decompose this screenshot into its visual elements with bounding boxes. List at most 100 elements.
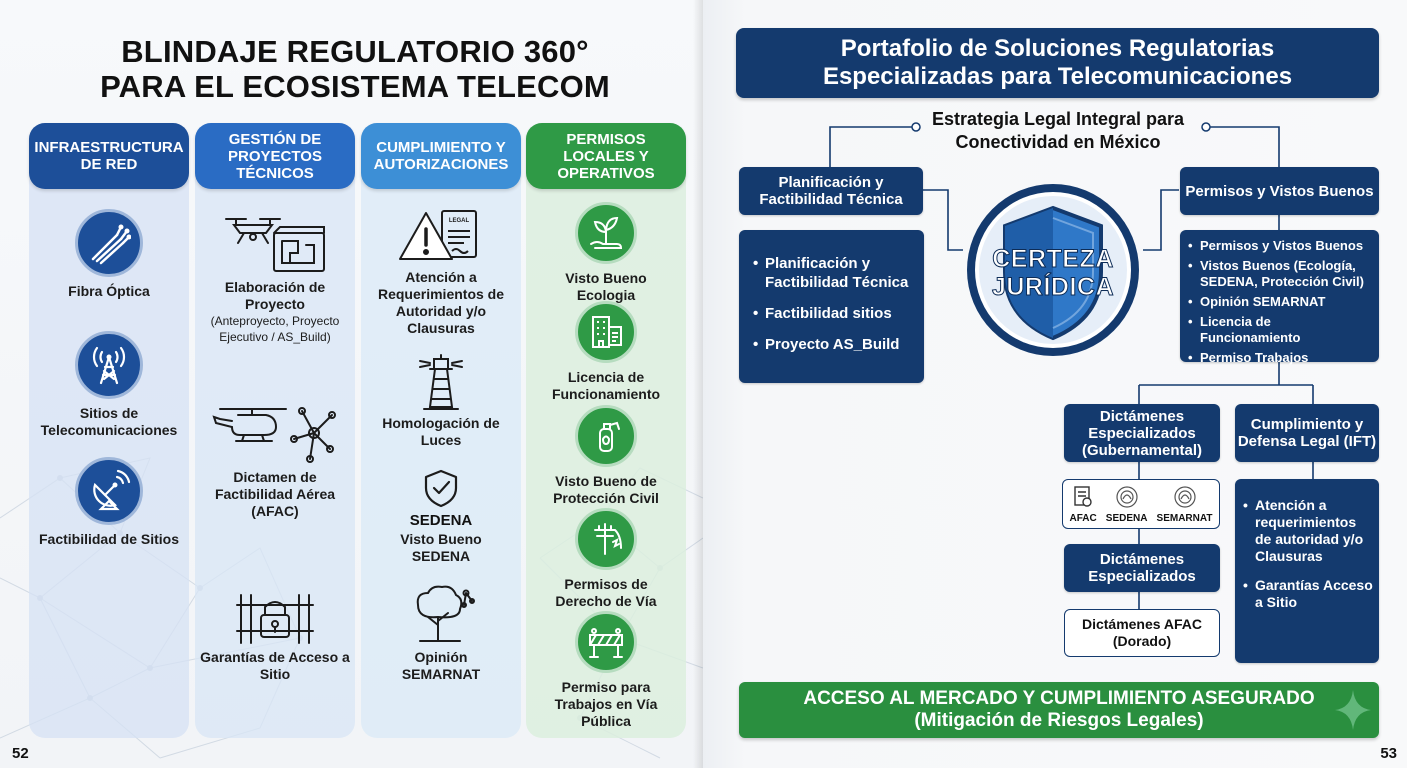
item-elaboracion-proyecto: Elaboración de Proyecto (Anteproyecto, P…	[195, 211, 355, 345]
agency-semarnat: SEMARNAT	[1156, 485, 1213, 524]
item-garantias-acceso: Garantías de Acceso a Sitio	[195, 591, 355, 683]
mexico-seal-icon	[1116, 485, 1138, 508]
warning-document-icon: LEGAL	[399, 210, 477, 260]
permisos-item: Opinión SEMARNAT	[1186, 294, 1373, 310]
item-label: Visto Bueno Ecologia	[565, 270, 647, 303]
page-number: 53	[1380, 745, 1397, 762]
footer-line-2: (Mitigación de Riesgos Legales)	[914, 710, 1204, 731]
item-trabajos-via-publica: Permiso para Trabajos en Vía Pública	[526, 611, 686, 730]
item-sitios: Sitios de Telecomunicaciones	[29, 331, 189, 439]
item-factibilidad-sitios: Factibilidad de Sitios	[29, 457, 189, 548]
footer-line-1: ACCESO AL MERCADO Y CUMPLIMIENTO ASEGURA…	[803, 688, 1315, 709]
agency-label: AFAC	[1069, 512, 1097, 524]
column-gestion: GESTIÓN DE PROYECTOS TÉCNICOS Elaboració…	[195, 123, 355, 738]
planificacion-item: Factibilidad sitios	[751, 304, 914, 323]
utility-pole-icon	[575, 508, 637, 570]
plant-hand-icon	[575, 202, 637, 264]
agency-sedena: SEDENA	[1105, 485, 1148, 524]
title-line-2: PARA EL ECOSISTEMA TELECOM	[100, 69, 610, 104]
agency-label: SEDENA	[1105, 512, 1148, 524]
drone-blueprint-icon	[225, 218, 325, 272]
item-label: Visto Bueno de Protección Civil	[553, 473, 659, 506]
column-permisos: PERMISOS LOCALES Y OPERATIVOS Visto Buen…	[526, 123, 686, 738]
item-label: Homologación de Luces	[382, 415, 500, 448]
column-infraestructura: INFRAESTRUCTURA DE RED Fibra Óptica Siti…	[29, 123, 189, 738]
column-header: INFRAESTRUCTURA DE RED	[29, 123, 189, 189]
item-label: Permiso para Trabajos en Vía Pública	[554, 679, 658, 729]
dictamenes-afac-box: Dictámenes AFAC (Dorado)	[1064, 609, 1220, 657]
cumplimiento-list: Atención a requerimientos de autoridad y…	[1235, 479, 1379, 663]
item-fibra-optica: Fibra Óptica	[29, 209, 189, 300]
cumplimiento-item: Atención a requerimientos de autoridad y…	[1241, 497, 1373, 565]
cell-tower-icon	[75, 331, 143, 399]
item-label: Visto Bueno SEDENA	[400, 531, 482, 564]
item-dictamen-afac: Dictamen de Factibilidad Aérea (AFAC)	[195, 403, 355, 520]
item-label: Opinión SEMARNAT	[401, 649, 481, 682]
road-barrier-icon	[575, 611, 637, 673]
tree-icon	[416, 585, 475, 642]
item-label: Licencia de Funcionamiento	[551, 369, 661, 402]
doc-tag-text: LEGAL	[449, 218, 470, 224]
item-visto-bueno-ecologia: Visto Bueno Ecologia	[526, 202, 686, 304]
dictamenes-gubernamental-box: Dictámenes Especializados (Gubernamental…	[1064, 404, 1220, 462]
item-opinion-semarnat: Opinión SEMARNAT	[361, 583, 521, 683]
item-visto-bueno-sedena: SEDENA Visto Bueno SEDENA	[361, 468, 521, 565]
shield-line-1: CERTEZA	[992, 245, 1114, 273]
strategy-heading: Estrategia Legal Integral para Conectivi…	[903, 108, 1213, 154]
agency-label: SEMARNAT	[1156, 512, 1213, 524]
sparkle-icon	[1335, 690, 1371, 730]
planificacion-list: Planificación y Factibilidad Técnica Fac…	[739, 230, 924, 383]
shield-line-2: JURÍDICA	[991, 273, 1115, 301]
item-label: Sitios de Telecomunicaciones	[40, 405, 178, 438]
item-homologacion-luces: Homologación de Luces	[361, 353, 521, 449]
item-label: Elaboración de Proyecto	[224, 279, 326, 312]
left-page: BLINDAJE REGULATORIO 360° PARA EL ECOSIS…	[0, 0, 703, 768]
item-derecho-de-via: Permisos de Derecho de Vía	[526, 508, 686, 610]
sedena-brand-text: SEDENA	[409, 512, 473, 529]
satellite-dish-icon	[75, 457, 143, 525]
agency-afac: AFAC	[1070, 485, 1097, 524]
portfolio-banner: Portafolio de Soluciones Regulatorias Es…	[736, 28, 1379, 98]
column-header: PERMISOS LOCALES Y OPERATIVOS	[526, 123, 686, 189]
page-number: 52	[12, 745, 29, 762]
planificacion-item: Proyecto AS_Build	[751, 335, 914, 354]
column-header: GESTIÓN DE PROYECTOS TÉCNICOS	[195, 123, 355, 189]
cumplimiento-item: Garantías Acceso a Sitio	[1241, 577, 1373, 611]
item-label: Atención a Requerimientos de Autoridad y…	[377, 269, 505, 336]
right-page: Portafolio de Soluciones Regulatorias Es…	[703, 0, 1407, 768]
market-access-banner: ACCESO AL MERCADO Y CUMPLIMIENTO ASEGURA…	[739, 682, 1379, 738]
shield-icon	[967, 184, 1139, 356]
mexico-seal-icon	[1173, 485, 1196, 508]
item-label: Fibra Óptica	[68, 283, 150, 299]
permisos-item: Permisos y Vistos Buenos	[1186, 238, 1373, 254]
column-cumplimiento: CUMPLIMIENTO Y AUTORIZACIONES LEGAL Aten…	[361, 123, 521, 738]
item-label: Factibilidad de Sitios	[38, 531, 180, 547]
cumplimiento-title-box: Cumplimiento y Defensa Legal (IFT)	[1235, 404, 1379, 462]
item-label: Garantías de Acceso a Sitio	[200, 649, 350, 682]
permisos-list: Permisos y Vistos Buenos Vistos Buenos (…	[1180, 230, 1379, 366]
document-seal-icon	[1074, 485, 1092, 507]
item-label: Dictamen de Factibilidad Aérea (AFAC)	[214, 469, 336, 519]
title-line-1: BLINDAJE REGULATORIO 360°	[121, 34, 589, 69]
dictamenes-especializados-box: Dictámenes Especializados	[1064, 544, 1220, 592]
item-sub: (Anteproyecto, Proyecto Ejecutivo / AS_B…	[210, 314, 340, 344]
permisos-item: Permiso Trabajos	[1186, 350, 1373, 366]
planificacion-item: Planificación y Factibilidad Técnica	[751, 254, 914, 292]
helicopter-network-icon	[212, 407, 336, 463]
planificacion-title-box: Planificación y Factibilidad Técnica	[739, 167, 923, 215]
shield-check-icon	[424, 469, 458, 508]
padlock-fence-icon	[236, 594, 314, 644]
item-atencion-requerimientos: LEGAL Atención a Requerimientos de Autor…	[361, 207, 521, 337]
connector-lines	[829, 122, 1314, 609]
agency-logos-box: AFAC SEDENA SEMARNAT	[1062, 479, 1220, 529]
column-header: CUMPLIMIENTO Y AUTORIZACIONES	[361, 123, 521, 189]
item-proteccion-civil: Visto Bueno de Protección Civil	[526, 405, 686, 507]
subheading-line-1: Estrategia Legal Integral para	[931, 109, 1185, 129]
subheading-line-2: Conectividad en México	[955, 132, 1161, 152]
permisos-title-box: Permisos y Vistos Buenos	[1180, 167, 1379, 215]
fiber-optic-icon	[75, 209, 143, 277]
banner-line-1: Portafolio de Soluciones Regulatorias	[840, 35, 1275, 62]
permisos-item: Vistos Buenos (Ecología, SEDENA, Protecc…	[1186, 258, 1373, 290]
certeza-juridica-shield: CERTEZA JURÍDICA	[963, 180, 1143, 360]
lighthouse-icon	[419, 354, 463, 410]
